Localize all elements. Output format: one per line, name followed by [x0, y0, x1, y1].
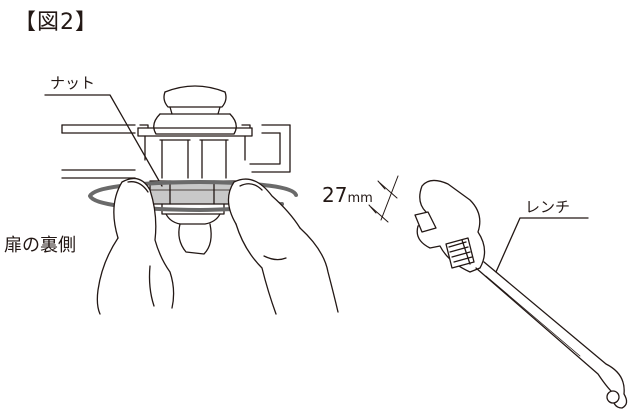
nut-leader-line	[44, 94, 163, 187]
dimension-label: 27mm	[322, 185, 373, 205]
dimension-value: 27	[322, 183, 348, 207]
dimension-unit: mm	[347, 191, 373, 206]
right-hand	[227, 178, 339, 315]
wrench-leader-line	[495, 217, 589, 273]
nut-label: ナット	[50, 74, 96, 92]
left-hand	[96, 177, 175, 315]
door-panel	[61, 124, 291, 179]
latch-knob	[137, 85, 253, 179]
figure-title: 【図2】	[14, 10, 98, 35]
nut	[149, 180, 237, 255]
wrench-label: レンチ	[525, 198, 571, 216]
dimension-arrow-icon	[368, 175, 399, 223]
adjustable-wrench	[414, 179, 628, 409]
door-back-label: 扉の裏側	[4, 235, 76, 256]
